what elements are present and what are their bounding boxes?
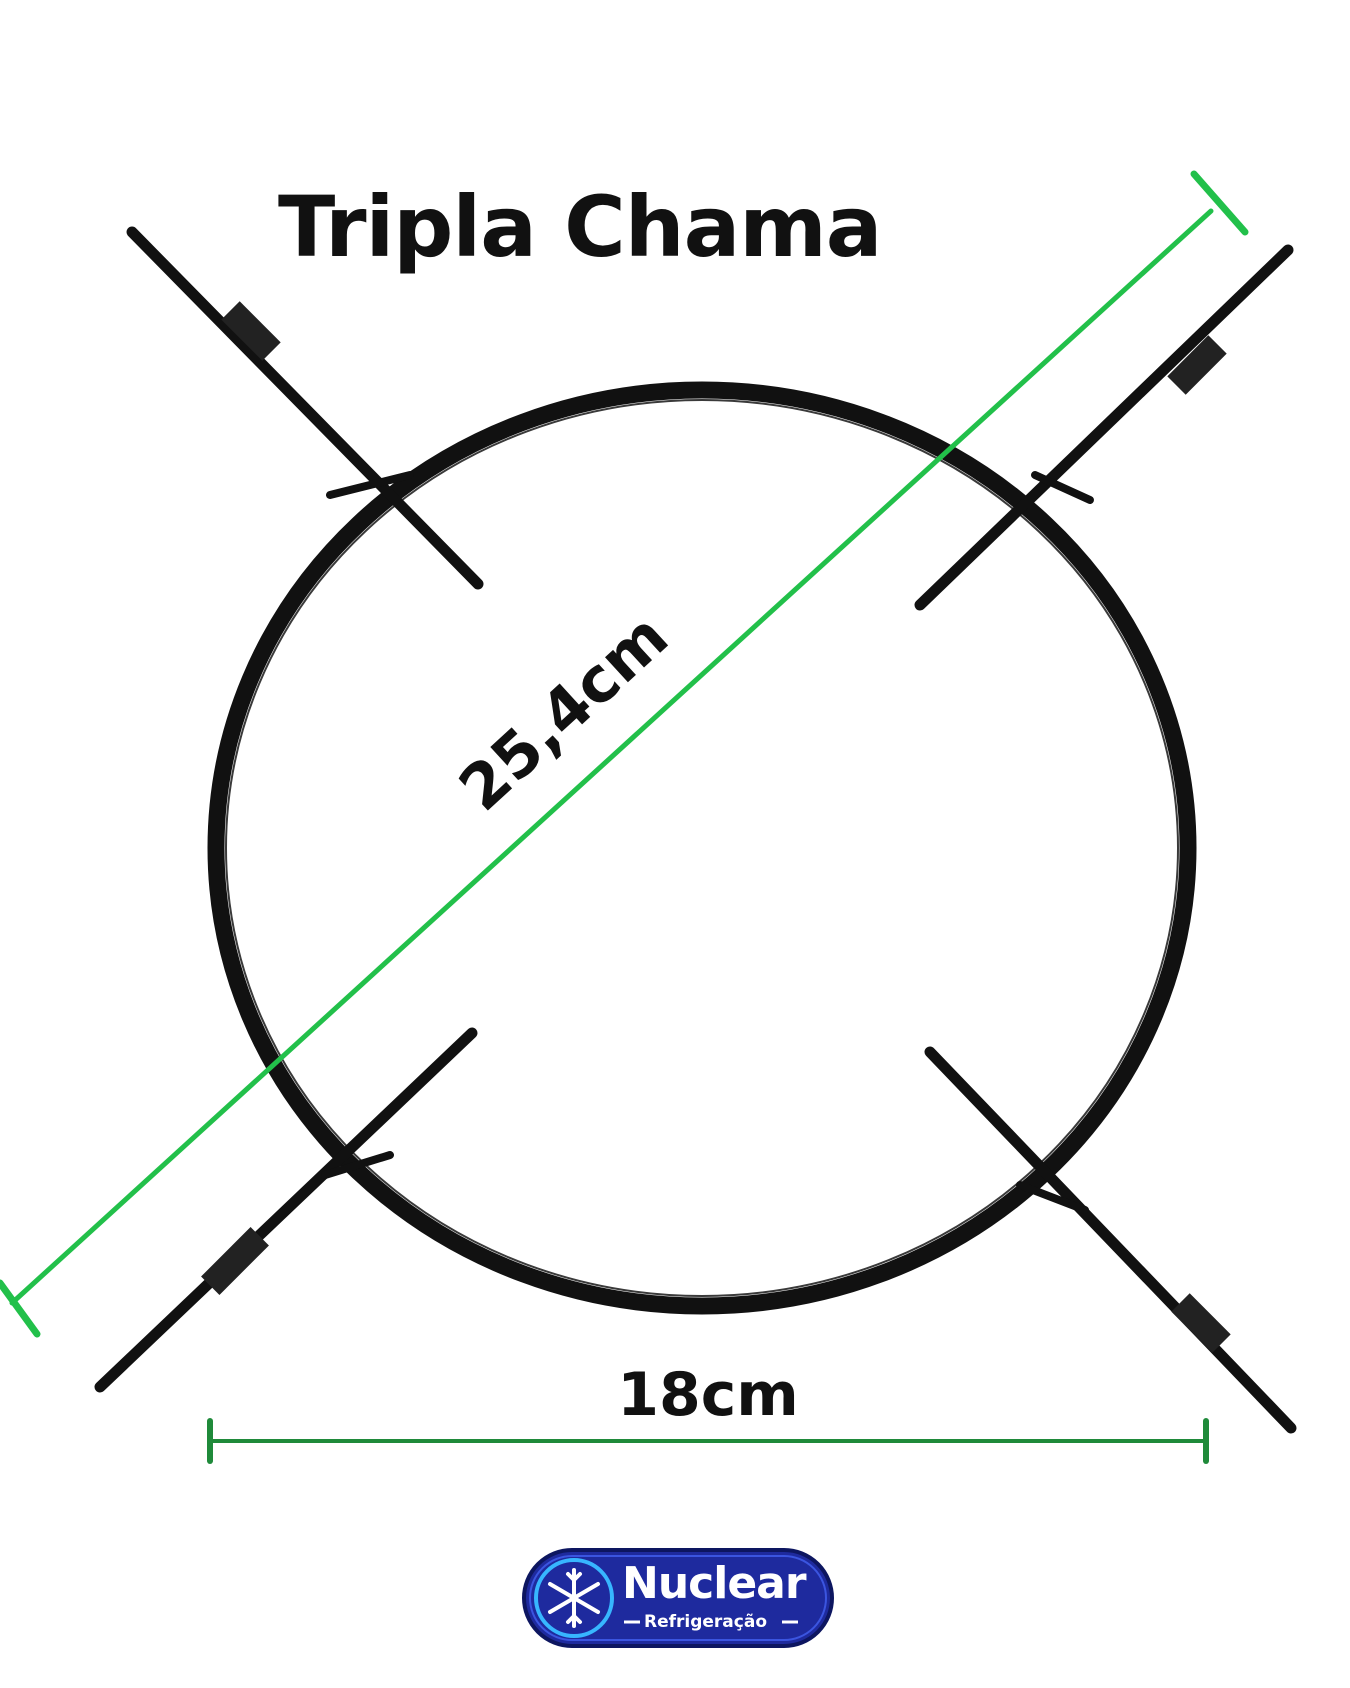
prong-bottom-right [924,1046,1297,1434]
clip-bottom-right [1171,1293,1231,1353]
grate-prongs [94,226,1297,1434]
prong-top-left [126,226,484,590]
grate-crossbars [321,471,1094,1214]
width-measure-label: 18cm [617,1360,799,1430]
diagonal-measure-endcap-bottom [0,1279,41,1338]
crossbar-top-left [326,471,414,499]
diagonal-measure [0,170,1249,1338]
crossbar-bottom-right [1016,1181,1089,1214]
grate-ring [207,381,1197,1315]
crossbar-top-right [1031,471,1094,504]
clip-top-left [221,301,281,361]
brand-logo: Nuclear Refrigeração [522,1548,834,1648]
diagonal-measure-endcap-top [1190,170,1249,236]
snowflake-icon [548,1568,600,1628]
grate-ring-highlight [225,399,1179,1297]
crossbar-bottom-left [321,1151,394,1179]
prong-top-right [914,244,1294,611]
clip-bottom-left [201,1227,269,1295]
brand-logo-name: Nuclear [622,1558,807,1609]
diagonal-measure-line [9,208,1214,1306]
brand-logo-subtitle: Refrigeração [644,1612,768,1632]
prong-bottom-left [94,1027,478,1393]
clip-top-right [1167,335,1227,395]
grate-clips [201,301,1231,1353]
page-title: Tripla Chama [278,178,882,276]
brand-logo-badge [522,1548,834,1648]
width-measure [207,1418,1209,1464]
